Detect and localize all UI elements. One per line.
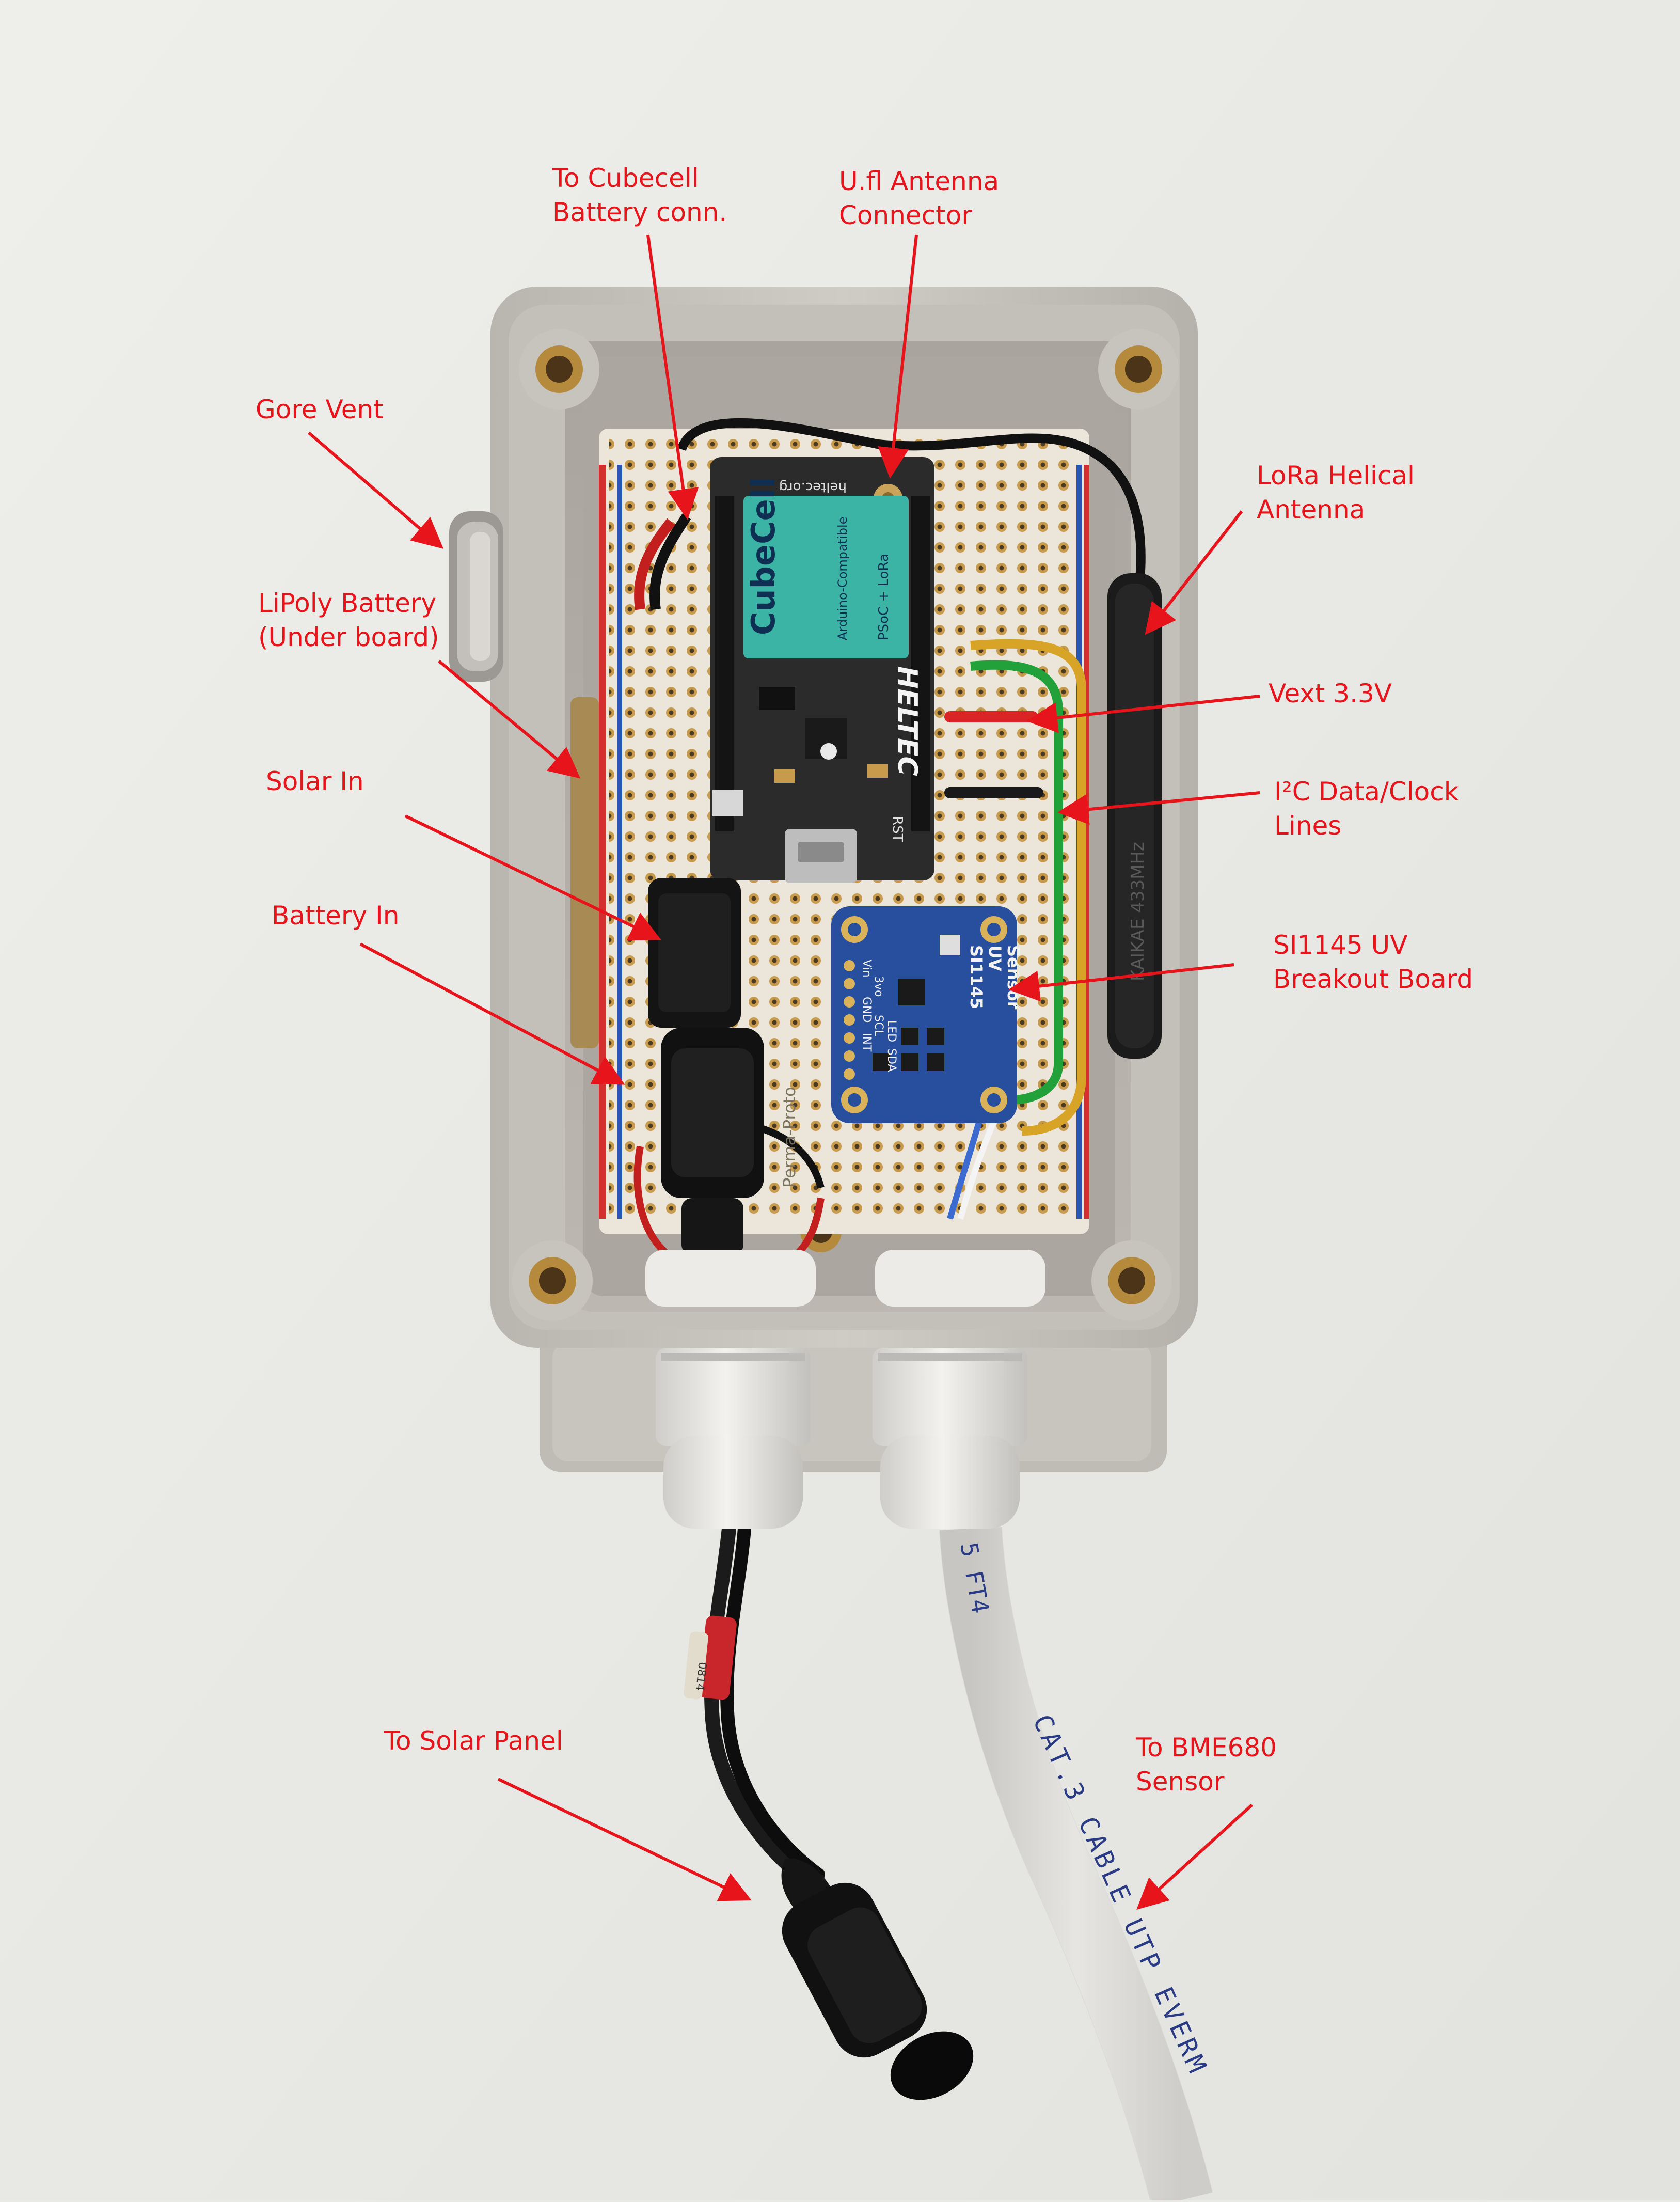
uv-pin-sda: SDA — [885, 1048, 898, 1072]
cubecell-logo: CubeCell — [744, 477, 782, 635]
rst-label: RST — [890, 816, 905, 842]
label-lipoly-battery: LiPoly Battery (Under board) — [258, 588, 439, 652]
arrow-lipoly — [438, 659, 581, 779]
heltec-url: heltec.org — [779, 479, 847, 495]
label-gore-vent: Gore Vent — [256, 395, 384, 424]
gore-vent — [449, 511, 503, 682]
label-vext: Vext 3.3V — [1269, 679, 1392, 709]
arrow-solar-in — [404, 814, 661, 941]
label-cubecell-battery: To Cubecell Battery conn. — [552, 163, 727, 227]
arduino-compatible-text: Arduino-Compatible — [835, 517, 850, 640]
uv-title-line1: SI1145 — [966, 945, 986, 1009]
dc-jack-battery — [661, 1028, 764, 1255]
cubecell-label — [743, 496, 909, 658]
uv-title-line2: UV — [985, 945, 1005, 971]
arrow-solar-panel — [497, 1778, 752, 1901]
label-solar-in: Solar In — [266, 766, 364, 796]
cable-gland-right — [873, 1250, 1045, 1529]
dc-jack-solar — [648, 878, 741, 1028]
heltec-logo: HELTEC — [892, 666, 923, 776]
label-to-bme680: To BME680 Sensor — [1136, 1733, 1277, 1797]
psoc-lora-text: PSoC + LoRa — [876, 554, 892, 640]
arrow-battery-in — [359, 942, 625, 1085]
label-to-solar-panel: To Solar Panel — [384, 1726, 563, 1756]
cubecell-board: CubeCell Arduino-Compatible PSoC + LoRa … — [710, 457, 934, 883]
lora-helical-antenna: KAIKAE 433MHz — [1107, 573, 1162, 1059]
uv-title-line3: Sensor — [1004, 945, 1023, 1010]
lipoly-battery — [570, 697, 599, 1048]
arrow-ufl — [878, 234, 918, 479]
uv-pin-labels: Vin 3vo GND SCL SDA LED INT — [860, 960, 898, 1072]
uv-pin-int: INT — [860, 1033, 873, 1052]
arrow-lora — [1145, 510, 1243, 635]
cable-gland-left — [645, 1250, 816, 1529]
arrow-vext — [1026, 695, 1260, 733]
connector-tag-text: 0814 — [693, 1661, 709, 1691]
perma-proto-silk: Perma-Proto — [780, 1087, 799, 1188]
label-lora-antenna: LoRa Helical Antenna — [1257, 461, 1415, 525]
label-battery-in: Battery In — [272, 901, 400, 931]
cat3-cable: 5 FT4 CAT.3 CABLE UTP EVERM — [939, 1527, 1213, 2202]
annotation-arrows — [308, 234, 1260, 1910]
screw-bosses — [512, 329, 1179, 1321]
arrow-si1145 — [1008, 963, 1234, 1002]
arrow-i2c — [1057, 791, 1260, 825]
label-i2c: I²C Data/Clock Lines — [1274, 777, 1459, 841]
antenna-print: KAIKAE 433MHz — [1128, 842, 1148, 981]
uv-pin-led: LED — [885, 1020, 898, 1042]
uv-pin-gnd: GND — [860, 997, 873, 1023]
uv-pin-scl: SCL — [872, 1015, 885, 1036]
si1145-board: SI1145 UV Sensor Vin 3vo GND SCL SDA LED… — [831, 906, 1023, 1123]
arrow-cubecell-battery — [646, 234, 699, 520]
uv-pin-vin: Vin — [860, 960, 873, 978]
arrow-bme680 — [1136, 1803, 1254, 1910]
dc-barrel-plug — [781, 1858, 974, 2100]
uv-pin-3vo: 3vo — [872, 976, 885, 997]
solar-cable: 0814 — [684, 1521, 825, 1887]
arrow-gore-vent — [308, 431, 444, 549]
label-si1145: SI1145 UV Breakout Board — [1273, 930, 1473, 994]
heatshrink-red — [699, 1615, 737, 1700]
label-ufl-antenna: U.fl Antenna Connector — [839, 166, 1000, 230]
heatshrink-tag — [684, 1631, 708, 1700]
